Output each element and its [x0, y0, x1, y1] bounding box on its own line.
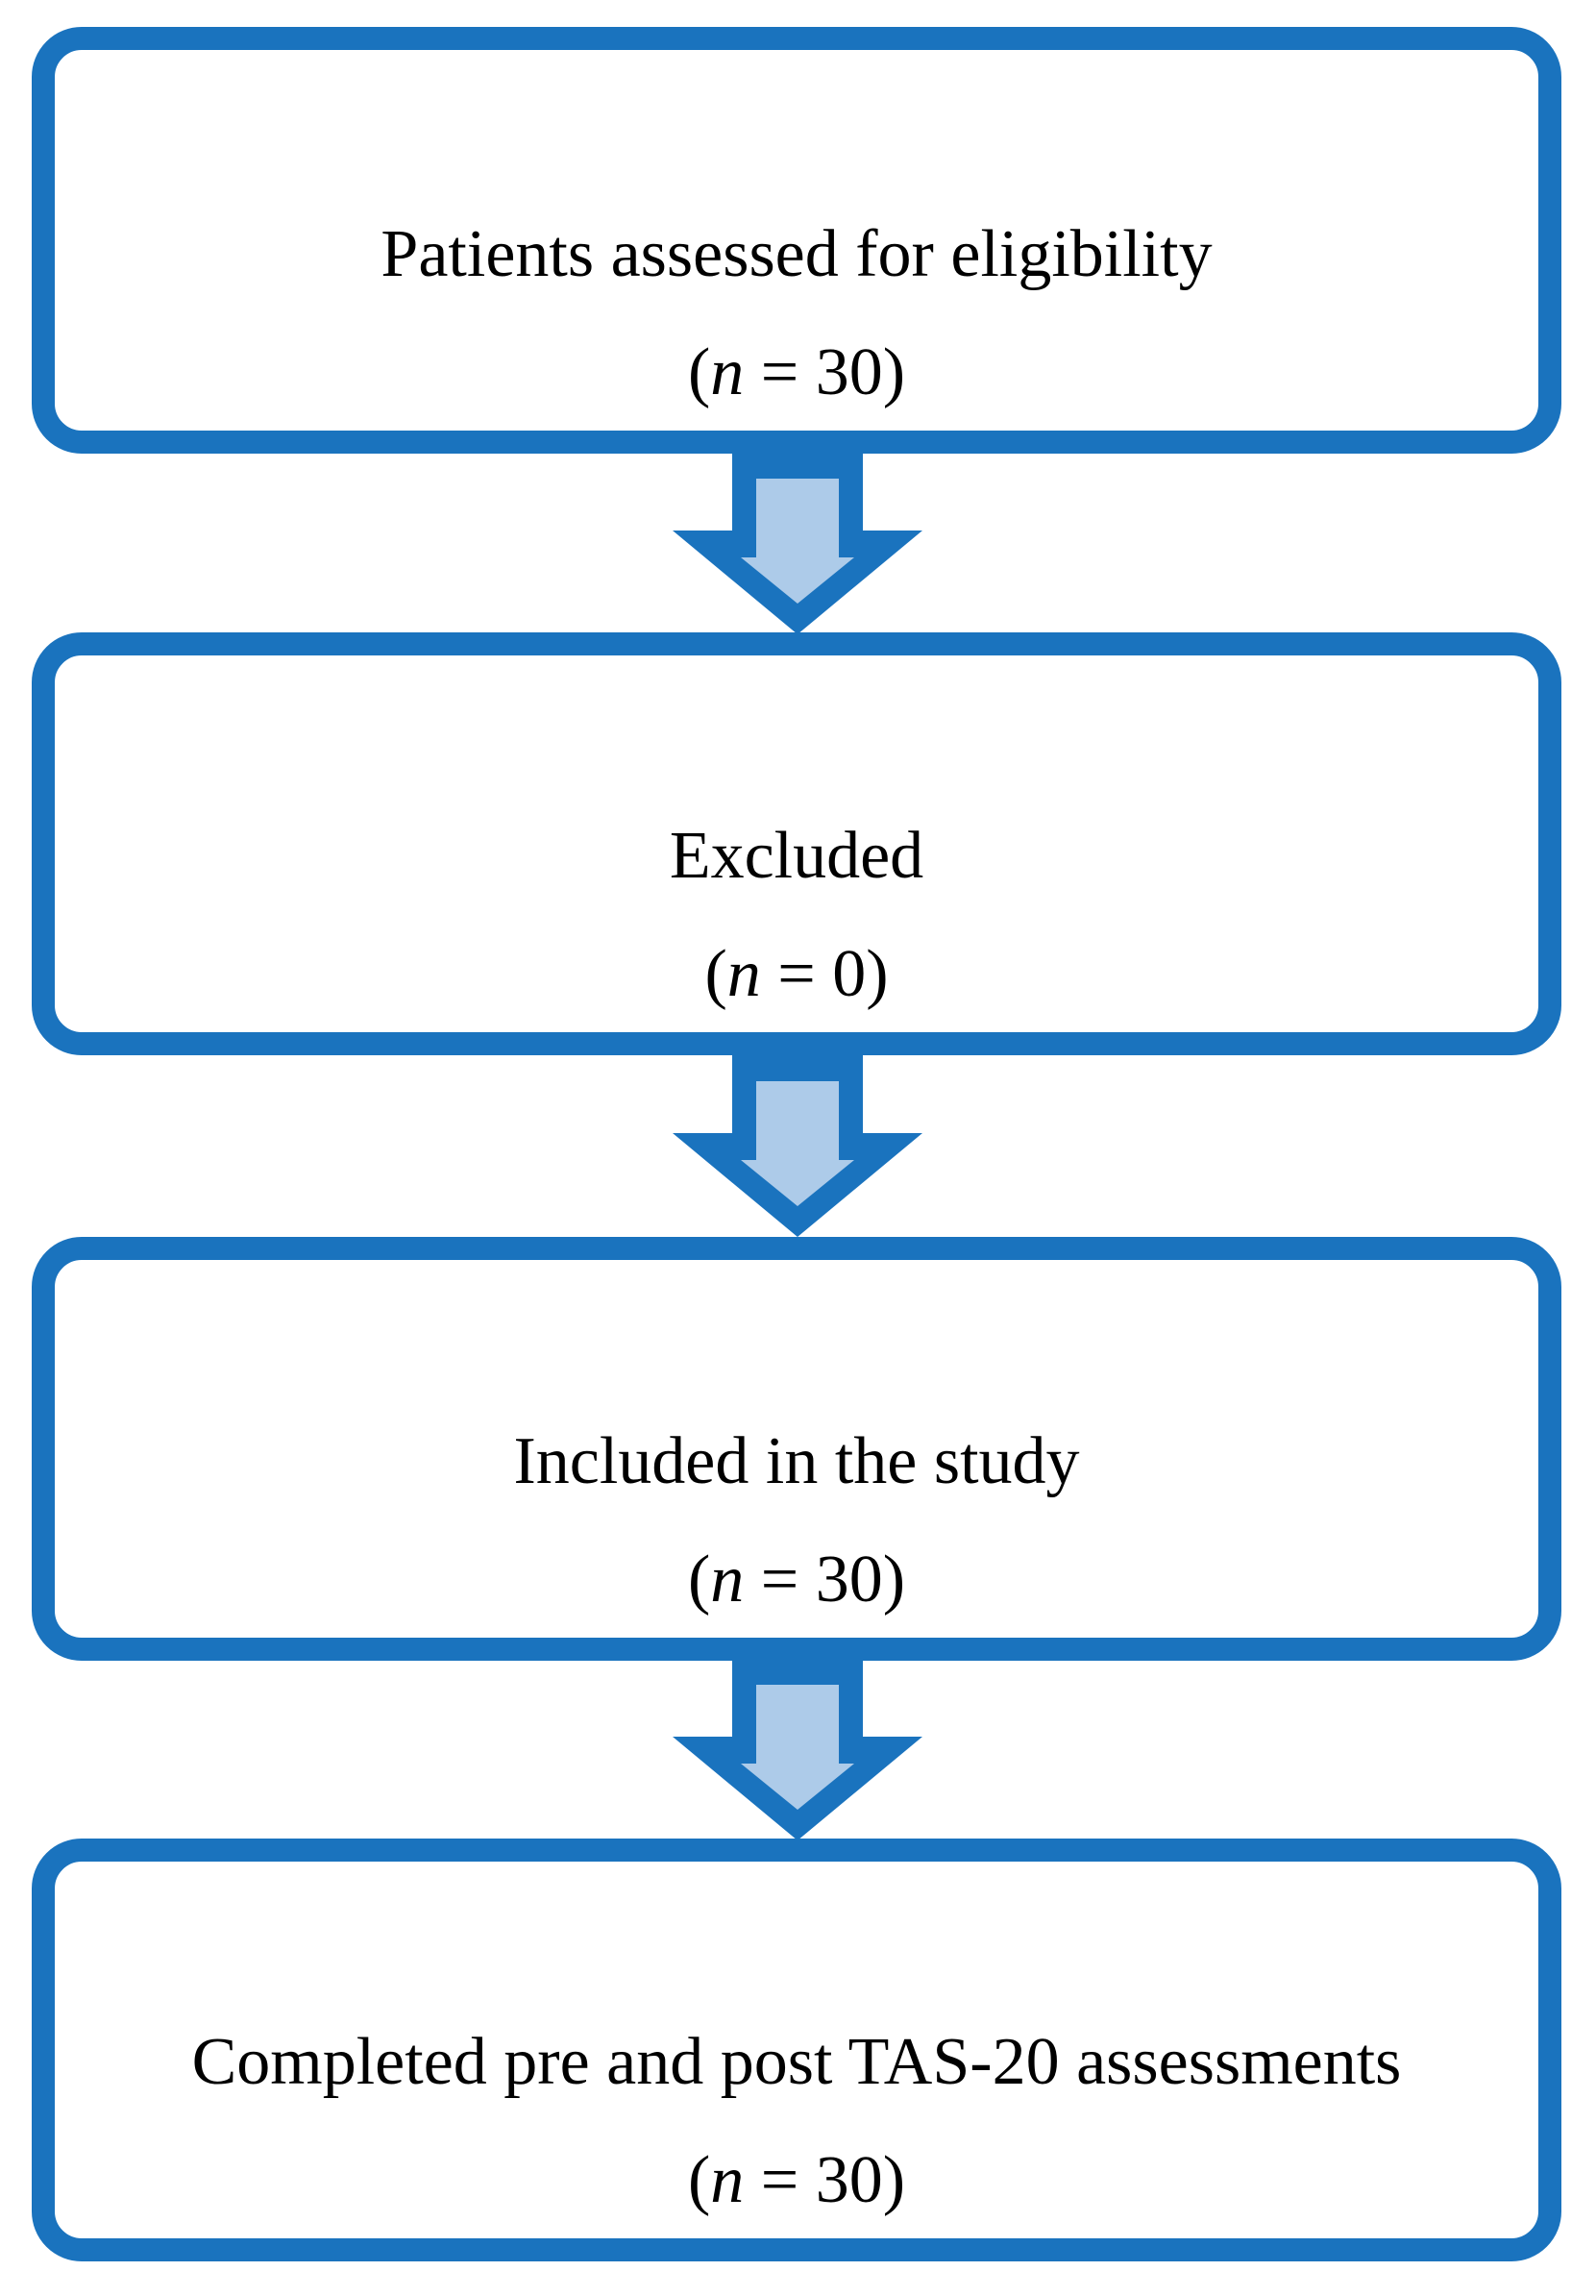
node-title: Included in the study [513, 1424, 1080, 1498]
node-title: Completed pre and post TAS-20 assessment… [191, 2025, 1402, 2099]
count-open: ( [687, 335, 711, 409]
count-rest: = 30) [744, 1543, 906, 1617]
node-title: Excluded [669, 819, 924, 893]
count-variable: n [726, 937, 761, 1011]
down-arrow-icon [673, 1658, 922, 1840]
down-arrow-icon [673, 1054, 922, 1237]
count-open: ( [687, 2143, 711, 2217]
down-arrow-fill [741, 1685, 854, 1810]
flow-node-excluded: Excluded (n = 0) [32, 632, 1561, 1055]
count-open: ( [687, 1543, 711, 1617]
node-count: (n = 30) [688, 1543, 905, 1617]
count-rest: = 0) [760, 937, 889, 1011]
node-count: (n = 30) [688, 335, 905, 409]
node-title: Patients assessed for eligibility [381, 217, 1213, 291]
count-rest: = 30) [744, 335, 906, 409]
count-rest: = 30) [744, 2143, 906, 2217]
down-arrow-fill [741, 479, 854, 604]
flow-node-included: Included in the study (n = 30) [32, 1237, 1561, 1661]
flow-node-completed-assessments: Completed pre and post TAS-20 assessment… [32, 1839, 1561, 2261]
count-variable: n [710, 1543, 745, 1617]
flow-node-eligibility: Patients assessed for eligibility (n = 3… [32, 27, 1561, 454]
down-arrow-fill [741, 1081, 854, 1206]
node-count: (n = 30) [688, 2143, 905, 2217]
count-open: ( [704, 937, 727, 1011]
node-count: (n = 0) [704, 937, 888, 1011]
down-arrow-icon [673, 452, 922, 634]
count-variable: n [710, 2143, 745, 2217]
count-variable: n [710, 335, 745, 409]
